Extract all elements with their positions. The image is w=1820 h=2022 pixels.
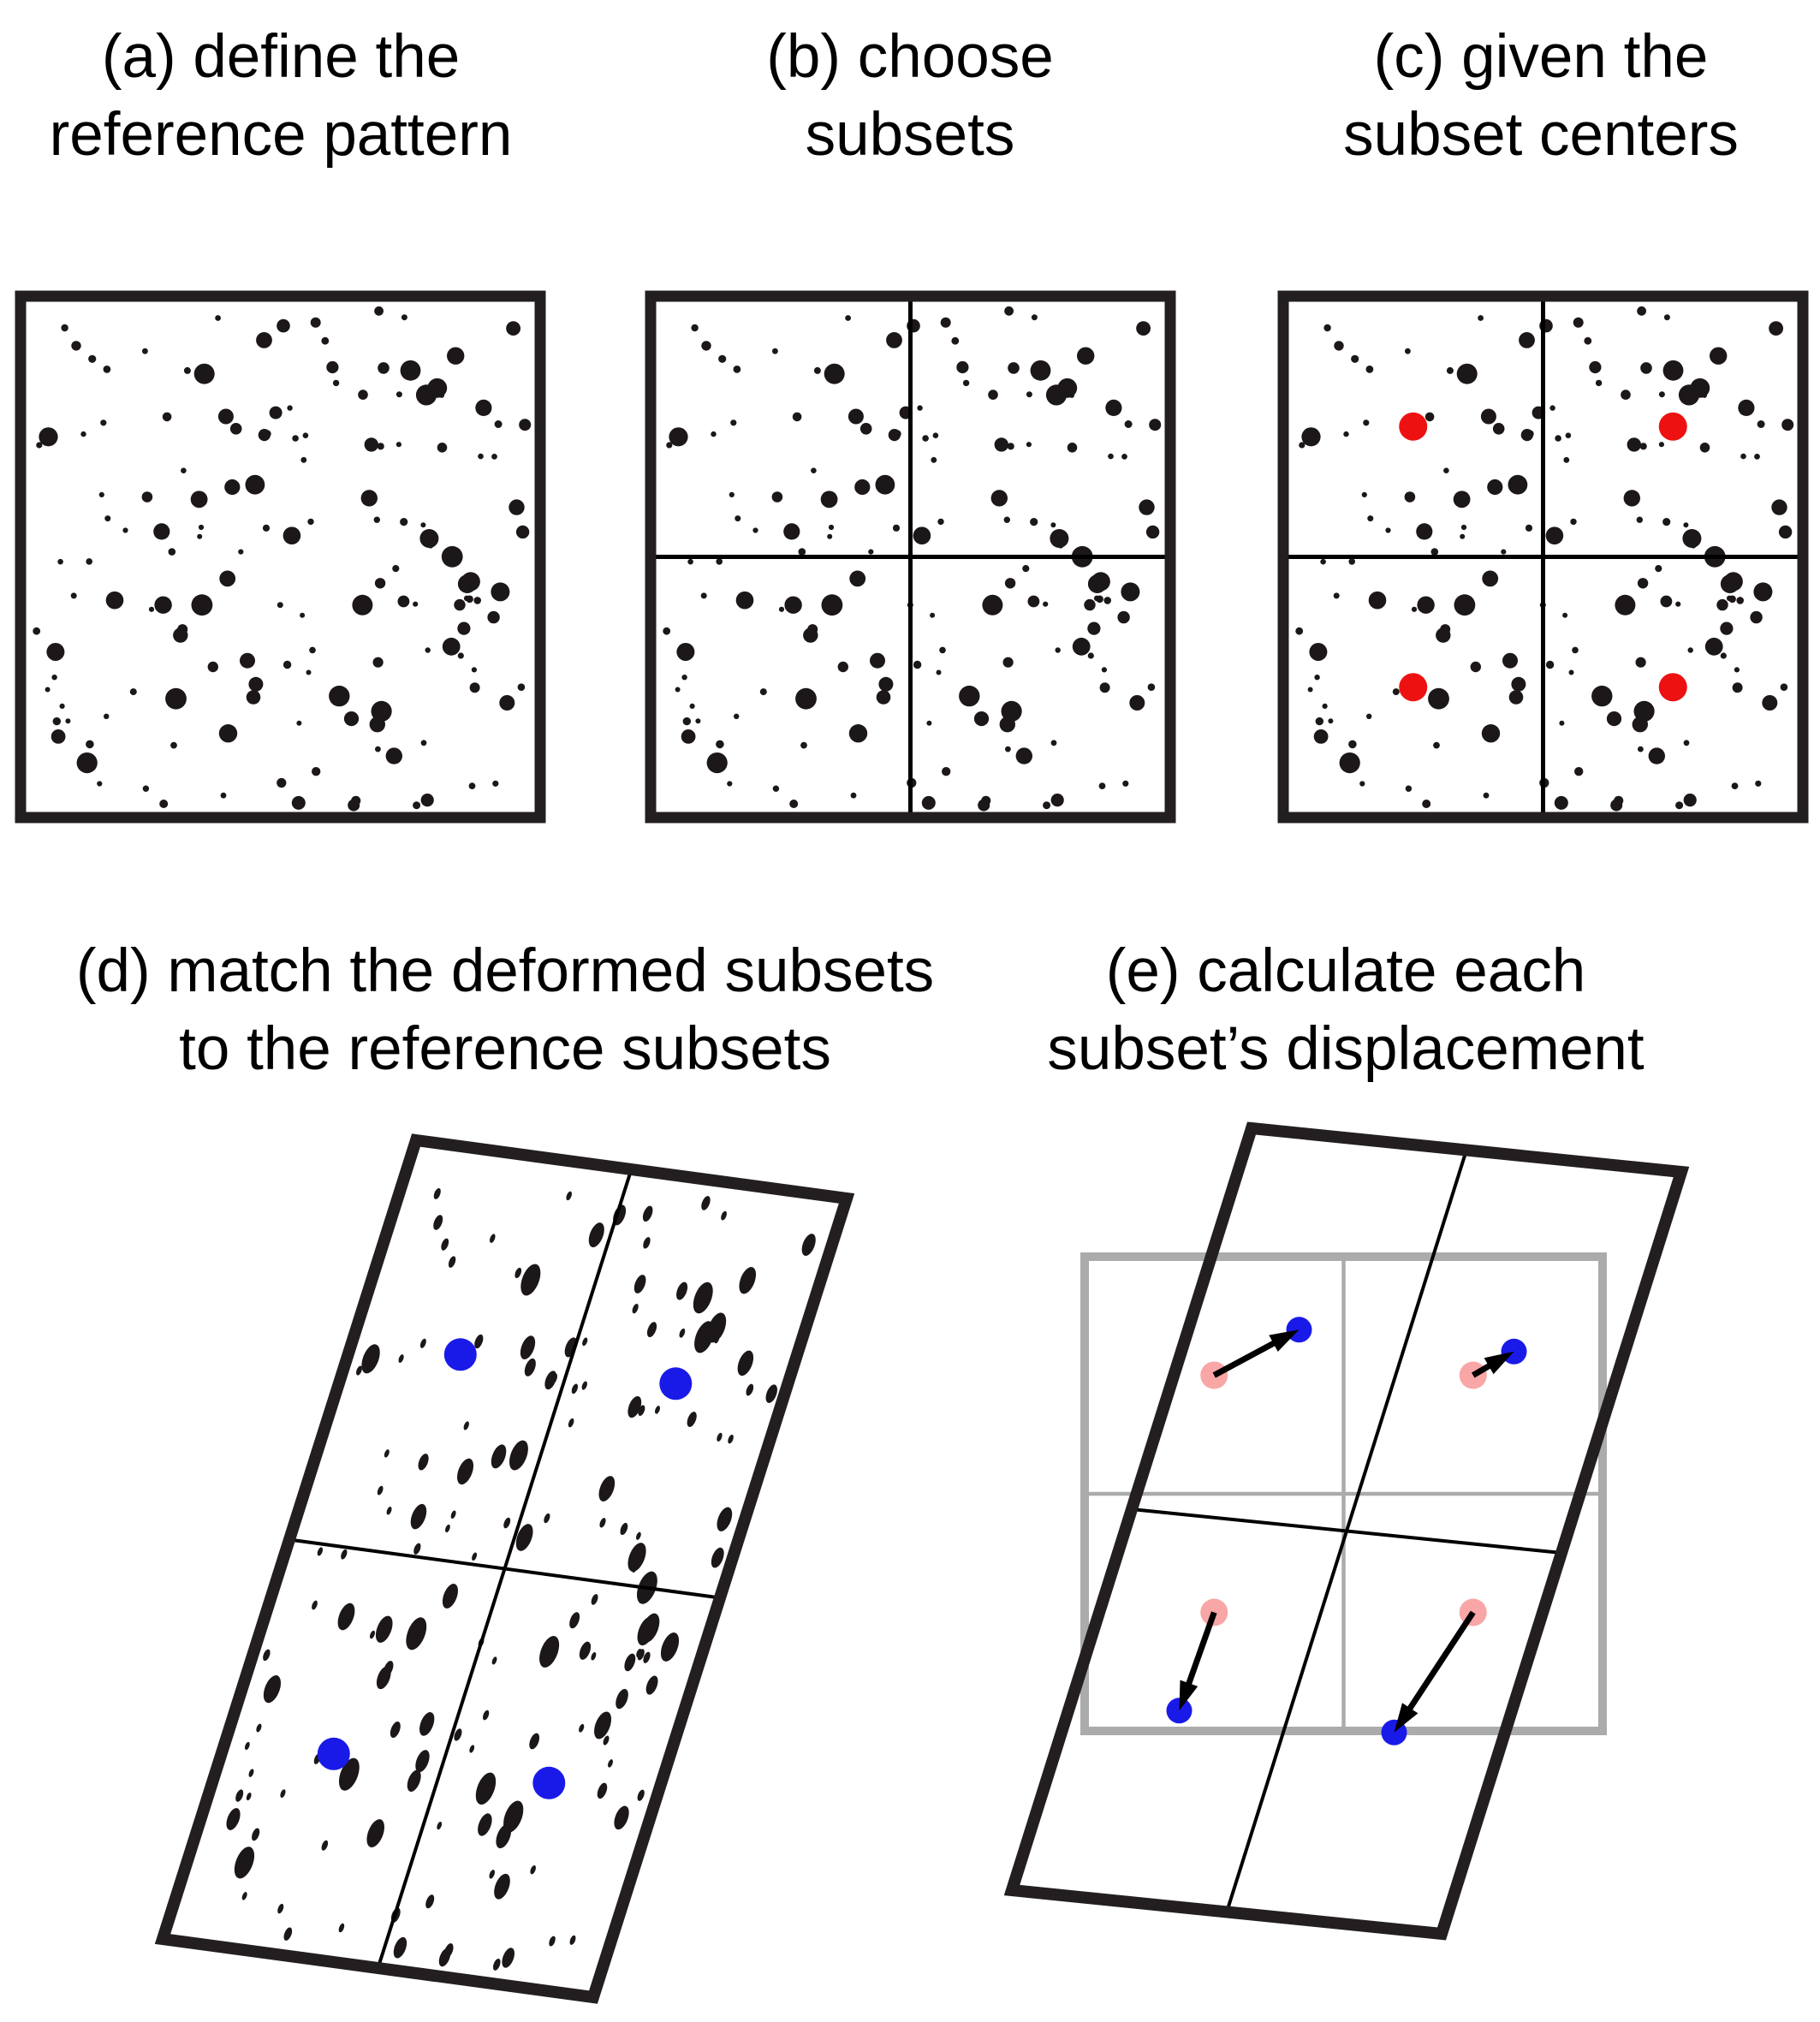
displacement-arrows (1179, 1329, 1514, 1733)
reference-subset-center-dot (1399, 673, 1428, 702)
reference-box (1080, 1252, 1607, 1735)
reference-subset-center-dot (1658, 673, 1687, 702)
deformed-subset-center-dot (532, 1766, 566, 1799)
panel-e-displacement (1012, 1128, 1681, 1934)
panel-c-title-line2: subset centers (1343, 100, 1739, 169)
subset-grid-lines (1085, 1257, 1603, 1731)
panel-b-title-line2: subsets (805, 100, 1015, 169)
panel-b-title-line1: (b) choose (766, 23, 1054, 91)
reference-subset-center-dot (1399, 412, 1428, 441)
panel-e-title-line1: (e) calculate each (1105, 937, 1586, 1005)
displacement-arrow-head (1269, 1329, 1300, 1352)
panel-a-title-line1: (a) define the (101, 23, 461, 91)
displacement-arrow (1181, 1611, 1217, 1697)
displacement-arrow-head (1179, 1680, 1198, 1711)
panel-e-title: (e) calculate each subset’s displacement (1047, 933, 1644, 1089)
speckle-pattern (226, 1188, 816, 1971)
panel-a-title-line2: reference pattern (49, 100, 513, 169)
speckle-pattern (33, 306, 532, 812)
panel-d-title: (d) match the deformed subsets to the re… (76, 933, 934, 1089)
panel-b-title: (b) choose subsets (766, 19, 1053, 175)
deformed-pattern (163, 1140, 847, 1997)
displacement-arrow (1400, 1610, 1476, 1722)
panel-d-title-line1: (d) match the deformed subsets (75, 937, 935, 1005)
panel-d-title-line2: to the reference subsets (179, 1014, 831, 1083)
deformed-subset-center-dot (317, 1737, 350, 1770)
panel-c-title: (c) given the subset centers (1343, 19, 1739, 175)
displacement-arrow-head (1394, 1703, 1419, 1733)
displacement-arrow-head (1484, 1351, 1514, 1375)
subset-grid-lines (163, 1140, 847, 1997)
panel-c-box (1277, 290, 1809, 824)
reference-subset-center-dot (1658, 412, 1687, 441)
subset-grid-lines (1283, 296, 1803, 818)
speckle-pattern (1295, 306, 1794, 812)
subset-grid-lines (1012, 1128, 1681, 1934)
deformed-outline (1012, 1128, 1681, 1934)
panel-c-title-line1: (c) given the (1373, 23, 1709, 91)
panel-e-title-line2: subset’s displacement (1047, 1014, 1645, 1083)
panel-d-deformed-pattern (163, 1140, 847, 1997)
panel-b-box (645, 290, 1176, 824)
panel-a-title: (a) define the reference pattern (50, 19, 513, 175)
subset-grid-lines (651, 296, 1170, 818)
deformed-subset-center-dot (659, 1367, 693, 1401)
deformed-subset-center-dot (443, 1338, 477, 1371)
speckle-pattern (663, 306, 1162, 812)
displacement-arrow (1212, 1335, 1287, 1378)
panel-a-box (15, 290, 546, 824)
